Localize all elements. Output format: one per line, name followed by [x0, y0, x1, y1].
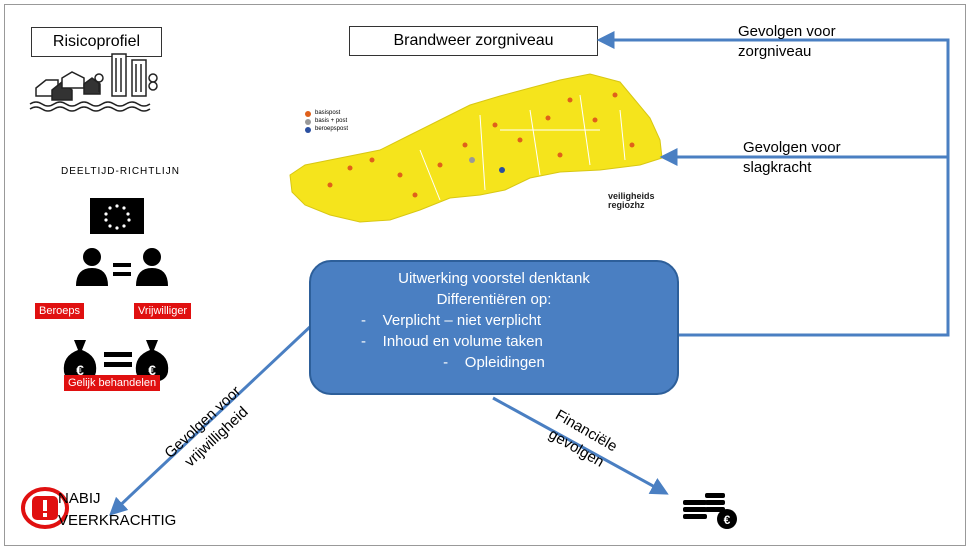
- center-item-1-text: Verplicht – niet verplicht: [382, 312, 542, 329]
- center-title: Uitwerking voorstel denktank: [398, 270, 590, 287]
- center-item-3: - Opleidingen: [443, 354, 545, 371]
- think-tank-proposal-box: Uitwerking voorstel denktank Differentië…: [309, 260, 679, 395]
- region-logo-line2: regiozhz: [608, 200, 645, 210]
- center-item-2-text: Inhoud en volume taken: [382, 333, 543, 350]
- legend-marker-beroepspost: [305, 127, 311, 133]
- warning-icon: [21, 487, 69, 529]
- diagram-frame: [4, 4, 966, 546]
- map-legend-beroepspost: beroepspost: [315, 126, 349, 132]
- svg-text:€: €: [724, 513, 731, 527]
- label-care-level-line2: zorgniveau: [738, 43, 812, 60]
- legend-marker-basis-plus: [305, 119, 311, 125]
- svg-text:€: €: [76, 362, 84, 378]
- warning-line1: NABIJ: [58, 490, 101, 507]
- region-logo: veiligheids regiozhz: [608, 192, 655, 210]
- legend-marker-basispost: [305, 111, 311, 117]
- region-map: [289, 73, 663, 223]
- person-equals-person-icon: [76, 248, 168, 286]
- risk-profile-label: Risicoprofiel: [31, 27, 162, 57]
- equal-treatment-tag: Gelijk behandelen: [64, 375, 161, 391]
- label-strike-force-consequences: Gevolgen voor slagkracht: [743, 138, 841, 178]
- volunteer-tag: Vrijwilliger: [134, 303, 192, 319]
- center-subtitle: Differentiëren op:: [436, 291, 552, 308]
- center-item-3-text: Opleidingen: [464, 354, 545, 371]
- map-legend-basispost: basispost: [315, 110, 341, 116]
- label-strike-line1: Gevolgen voor: [743, 139, 841, 156]
- city-icon: [29, 53, 158, 112]
- center-item-1: - Verplicht – niet verplicht: [361, 312, 542, 329]
- care-level-label: Brandweer zorgniveau: [349, 26, 598, 56]
- svg-text:€: €: [148, 362, 156, 378]
- label-strike-line2: slagkracht: [743, 159, 812, 176]
- money-bag-equals-icon: € €: [63, 340, 169, 382]
- label-care-level-line1: Gevolgen voor: [738, 23, 836, 40]
- arrow-voluntary: [109, 323, 314, 516]
- warning-line2: VEERKRACHTIG: [58, 512, 177, 529]
- region-logo-line1: veiligheids: [608, 191, 655, 201]
- arrow-lines: [109, 31, 950, 516]
- professional-tag: Beroeps: [35, 303, 84, 319]
- label-care-level-consequences: Gevolgen voor zorgniveau: [738, 22, 836, 62]
- directive-title: DEELTIJD-RICHTLIJN: [61, 166, 180, 177]
- center-item-2: - Inhoud en volume taken: [361, 333, 543, 350]
- warning-text: NABIJ VEERKRACHTIG: [58, 488, 176, 532]
- coins-icon: €: [683, 493, 737, 529]
- arrow-care-level: [596, 31, 950, 337]
- map-legend-basis-plus: basis + post: [315, 118, 348, 124]
- eu-flag-icon: [90, 198, 144, 234]
- arrow-financial: [492, 396, 669, 495]
